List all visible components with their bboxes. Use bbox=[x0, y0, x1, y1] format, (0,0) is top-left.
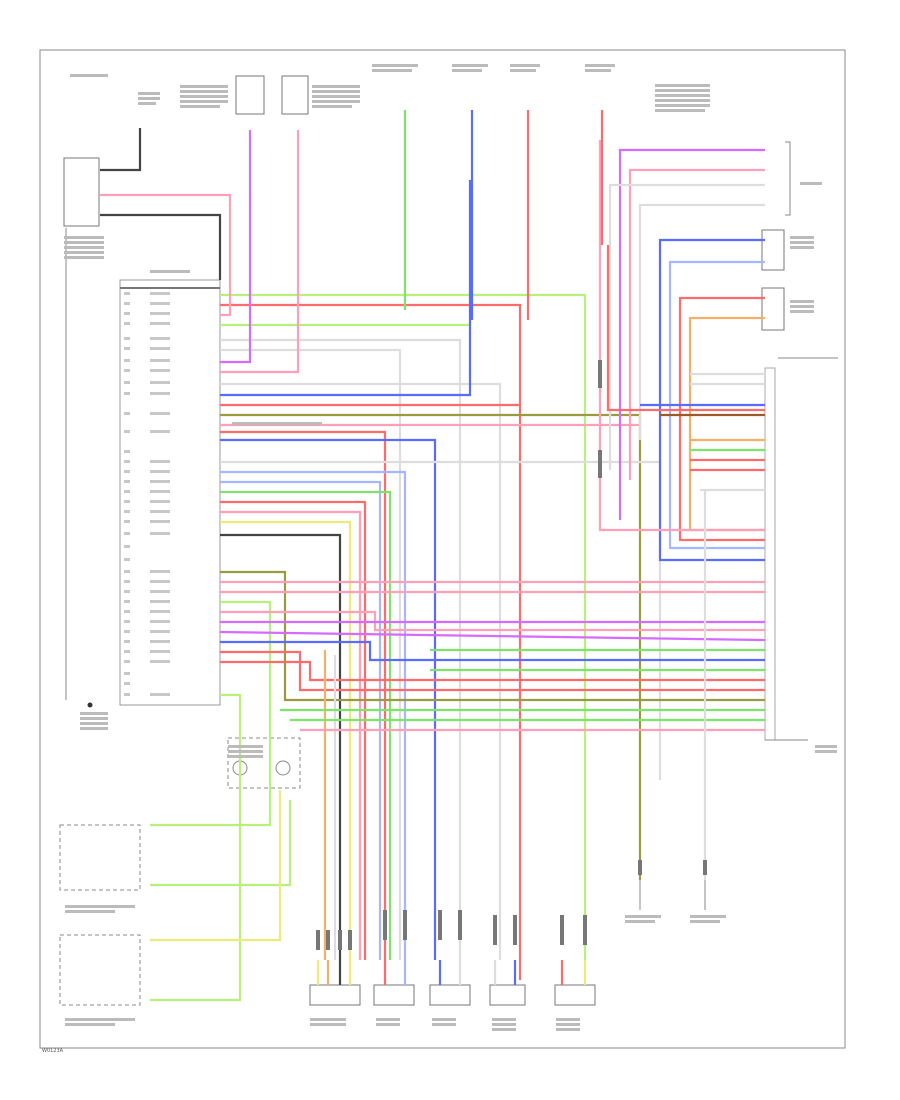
tape-deck-box bbox=[235, 75, 265, 115]
cd-changer-box bbox=[281, 75, 309, 115]
connector-pins bbox=[316, 360, 707, 950]
multi-meter-box bbox=[309, 984, 361, 1006]
front-left-speaker-box bbox=[373, 984, 415, 1006]
footer-code: W0123A bbox=[42, 1048, 64, 1054]
tweeter-bracket bbox=[785, 141, 791, 216]
audio-amplifier-box bbox=[63, 157, 100, 227]
rear-left-speaker-box bbox=[489, 984, 526, 1006]
wire-group bbox=[100, 110, 808, 1002]
front-right-speaker-box bbox=[429, 984, 471, 1006]
main-connector-pin-labels bbox=[124, 292, 170, 696]
label-marks bbox=[64, 64, 837, 1031]
left-remote-switch-box bbox=[59, 934, 141, 1006]
right-connector-block bbox=[764, 367, 776, 741]
diagram-frame bbox=[39, 49, 846, 1049]
steering-switch-box bbox=[227, 737, 301, 789]
right-front-door-speaker-box bbox=[761, 287, 785, 331]
ground-point bbox=[87, 702, 93, 708]
left-front-door-speaker-box bbox=[761, 229, 785, 271]
steering-switch-right bbox=[275, 760, 291, 776]
rear-right-speaker-box bbox=[554, 984, 596, 1006]
right-remote-switch-box bbox=[59, 824, 141, 891]
